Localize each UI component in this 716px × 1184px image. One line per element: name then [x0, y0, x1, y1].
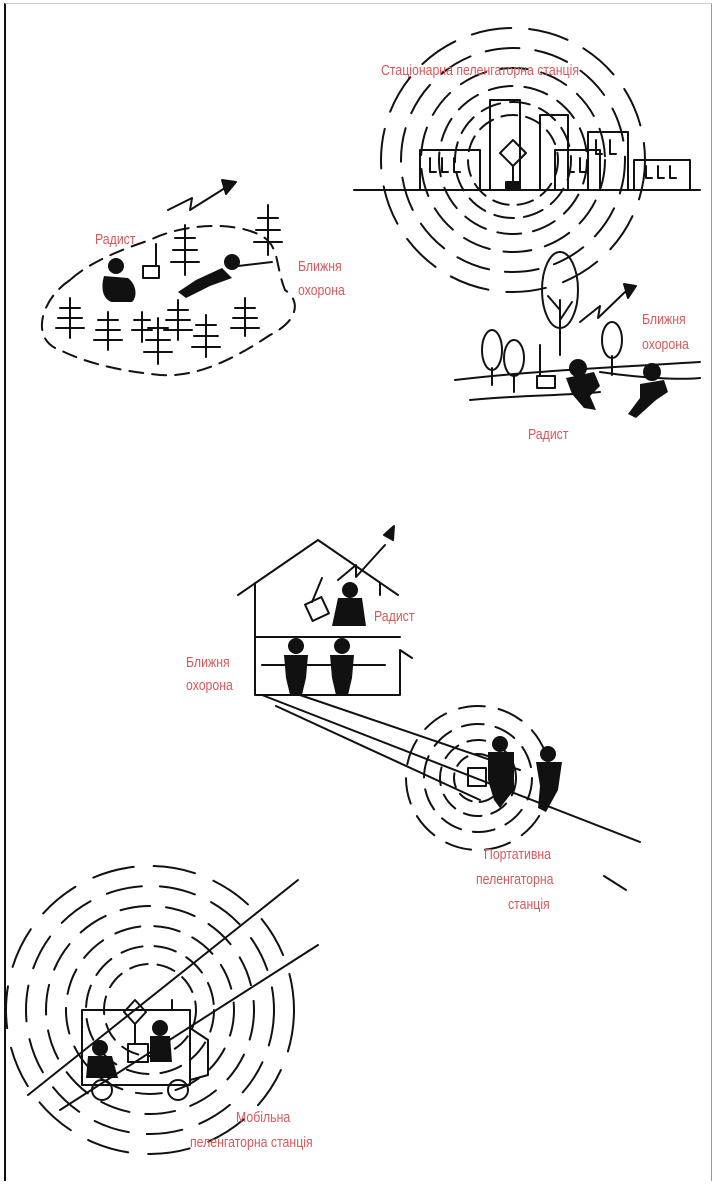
portable-station-scene: [262, 695, 640, 890]
forest-scene: [42, 180, 295, 375]
field-guard-label-line1: Ближня: [642, 309, 686, 330]
portable-station-label-line1: Портативна: [484, 844, 551, 865]
house-guard-label-line1: Ближня: [186, 652, 230, 673]
mobile-station-label-line2: пеленгаторна станція: [190, 1132, 313, 1153]
portable-operators-silhouettes: [488, 736, 562, 812]
house-guard-label-line2: охорона: [186, 675, 233, 696]
portable-station-label-line2: пеленгаторна: [476, 869, 554, 890]
forest-radio-set-icon: [143, 244, 159, 278]
house-signal-arrowhead: [384, 526, 394, 540]
forest-radio-operator-silhouette: [102, 258, 135, 302]
forest-signal-arrowhead: [222, 180, 236, 194]
field-guard-label-line2: охорона: [642, 334, 689, 355]
house-radio-operator-silhouette: [332, 582, 366, 626]
field-signal-arrowhead: [624, 284, 636, 298]
field-radio-set-icon: [537, 345, 555, 388]
forest-guard-label-line1: Ближня: [298, 256, 342, 277]
field-operator-label: Радист: [528, 424, 568, 445]
house-radio-set-icon: [305, 578, 329, 621]
field-guard-silhouette: [628, 363, 668, 418]
field-radio-operator-silhouette: [566, 359, 600, 410]
field-signal-icon: [580, 292, 625, 322]
mobile-station-label-line1: Мобільна: [236, 1107, 290, 1128]
mobile-antenna-icon: [124, 1000, 146, 1044]
forest-signal-icon: [168, 188, 225, 210]
forest-trees: [56, 205, 282, 364]
portable-direction-lines: [262, 695, 640, 842]
stationary-antenna-icon: [500, 140, 526, 190]
forest-operator-label: Радист: [95, 229, 135, 250]
stationary-station-label: Стаціонарна пеленгаторна станція: [381, 60, 579, 81]
house-operator-label: Радист: [374, 606, 414, 627]
house-signal-icon: [338, 545, 385, 580]
forest-guard-silhouette: [178, 254, 272, 298]
forest-guard-label-line2: охорона: [298, 280, 345, 301]
house-guard-silhouettes: [284, 638, 354, 695]
portable-label-leader: [604, 876, 626, 890]
portable-station-label-line3: станція: [508, 894, 550, 915]
